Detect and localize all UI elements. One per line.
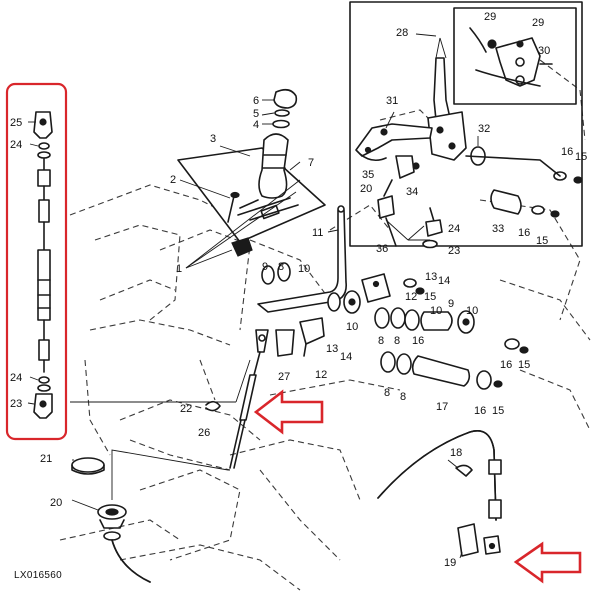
- cable-assembly-left: [33, 111, 53, 419]
- callout-8-top: 8: [278, 261, 284, 273]
- callout-18: 18: [450, 447, 462, 459]
- callout-9-mid: 9: [448, 298, 454, 310]
- callout-13-top: 13: [425, 271, 437, 283]
- callout-11: 11: [312, 227, 323, 239]
- callout-24-upper: 24: [10, 139, 22, 151]
- callout-23-left: 23: [10, 398, 22, 410]
- callout-10-top: 10: [298, 263, 310, 275]
- callout-29-a: 29: [484, 11, 496, 23]
- callout-19: 19: [444, 557, 456, 569]
- bracket-27: [275, 329, 295, 357]
- callout-36: 36: [376, 243, 388, 255]
- shifter-plate: [177, 147, 326, 243]
- callout-32: 32: [478, 123, 490, 135]
- callout-20-inset: 20: [360, 183, 372, 195]
- callout-1: 1: [176, 263, 182, 275]
- callout-8-low-b: 8: [400, 391, 406, 403]
- plate-bolt: [227, 191, 259, 223]
- shift-lever: [257, 205, 347, 313]
- shift-boot: [258, 133, 289, 199]
- callout-24-inset: 24: [448, 223, 460, 235]
- callout-9-top: 9: [262, 261, 268, 273]
- callout-16-right: 16: [500, 359, 512, 371]
- callout-8-mid-a: 8: [378, 335, 384, 347]
- callout-15-low: 15: [492, 405, 504, 417]
- callout-13-lever: 13: [326, 343, 338, 355]
- rear-cable: [377, 430, 502, 521]
- callout-16-low: 16: [474, 405, 486, 417]
- clip-26: [205, 400, 221, 412]
- callout-30: 30: [538, 45, 550, 57]
- lever-bracket: [361, 273, 425, 303]
- callout-29-b: 29: [532, 17, 544, 29]
- callout-5: 5: [253, 108, 259, 120]
- callout-24-lower: 24: [10, 372, 22, 384]
- figure-code: LX016560: [14, 570, 62, 581]
- cable-bracket-19: [457, 523, 501, 557]
- callout-20-lower: 20: [50, 497, 62, 509]
- callout-12-top: 12: [405, 291, 417, 303]
- callout-25: 25: [10, 117, 22, 129]
- washer-stack-middle: [374, 307, 475, 334]
- callout-labels: 25 24 24 23 6 5 4 3 7 2 1 11 9 8 10 13 1…: [10, 11, 587, 581]
- callout-15-right: 15: [518, 359, 530, 371]
- callout-12-clamp: 12: [315, 369, 327, 381]
- washer-stack-upper: [261, 262, 361, 314]
- knob-washer: [272, 109, 290, 129]
- callout-10-mid-b: 10: [466, 305, 478, 317]
- callout-15-top: 15: [424, 291, 436, 303]
- callout-15-inset-a: 15: [575, 151, 587, 163]
- flex-cable-lower: [111, 539, 151, 583]
- callout-35: 35: [362, 169, 374, 181]
- clamp-12: [299, 317, 325, 357]
- cable-clip-18: [455, 464, 473, 477]
- callout-31: 31: [386, 95, 398, 107]
- plate-bracket: [231, 237, 253, 257]
- shift-knob: [273, 88, 298, 109]
- callout-33: 33: [492, 223, 504, 235]
- callout-14-lever: 14: [340, 351, 352, 363]
- callout-8-mid-b: 8: [394, 335, 400, 347]
- callout-3: 3: [210, 133, 216, 145]
- grommet-20: [97, 504, 127, 541]
- tractor-frame-outline: [59, 59, 591, 591]
- callout-2: 2: [170, 174, 176, 186]
- callout-22: 22: [180, 403, 192, 415]
- pointer-arrow-upper: [253, 389, 324, 435]
- callout-15-inset-b: 15: [536, 235, 548, 247]
- inset-detail: [349, 1, 583, 249]
- callout-7: 7: [308, 157, 314, 169]
- callout-26: 26: [198, 427, 210, 439]
- pointer-arrow-lower: [513, 541, 582, 584]
- callout-10-lever: 10: [346, 321, 358, 333]
- callout-14-top: 14: [438, 275, 450, 287]
- callout-28: 28: [396, 27, 408, 39]
- callout-16-inset-b: 16: [518, 227, 530, 239]
- callout-21: 21: [40, 453, 52, 465]
- callout-17: 17: [436, 401, 448, 413]
- highlight-box: [5, 82, 68, 441]
- callout-16-mid: 16: [412, 335, 424, 347]
- callout-27: 27: [278, 371, 290, 383]
- callout-4: 4: [253, 119, 259, 131]
- leader-lines: [27, 33, 479, 559]
- plug-21: [71, 457, 105, 475]
- callout-8-low-a: 8: [384, 387, 390, 399]
- callout-10-mid-a: 10: [430, 305, 442, 317]
- callout-16-inset-a: 16: [561, 146, 573, 158]
- washer-stack-lower: [380, 351, 503, 390]
- nut-16-15-right: [504, 338, 529, 354]
- callout-23-inset: 23: [448, 245, 460, 257]
- control-rod: [229, 329, 269, 469]
- callout-6: 6: [253, 95, 259, 107]
- callout-34: 34: [406, 186, 418, 198]
